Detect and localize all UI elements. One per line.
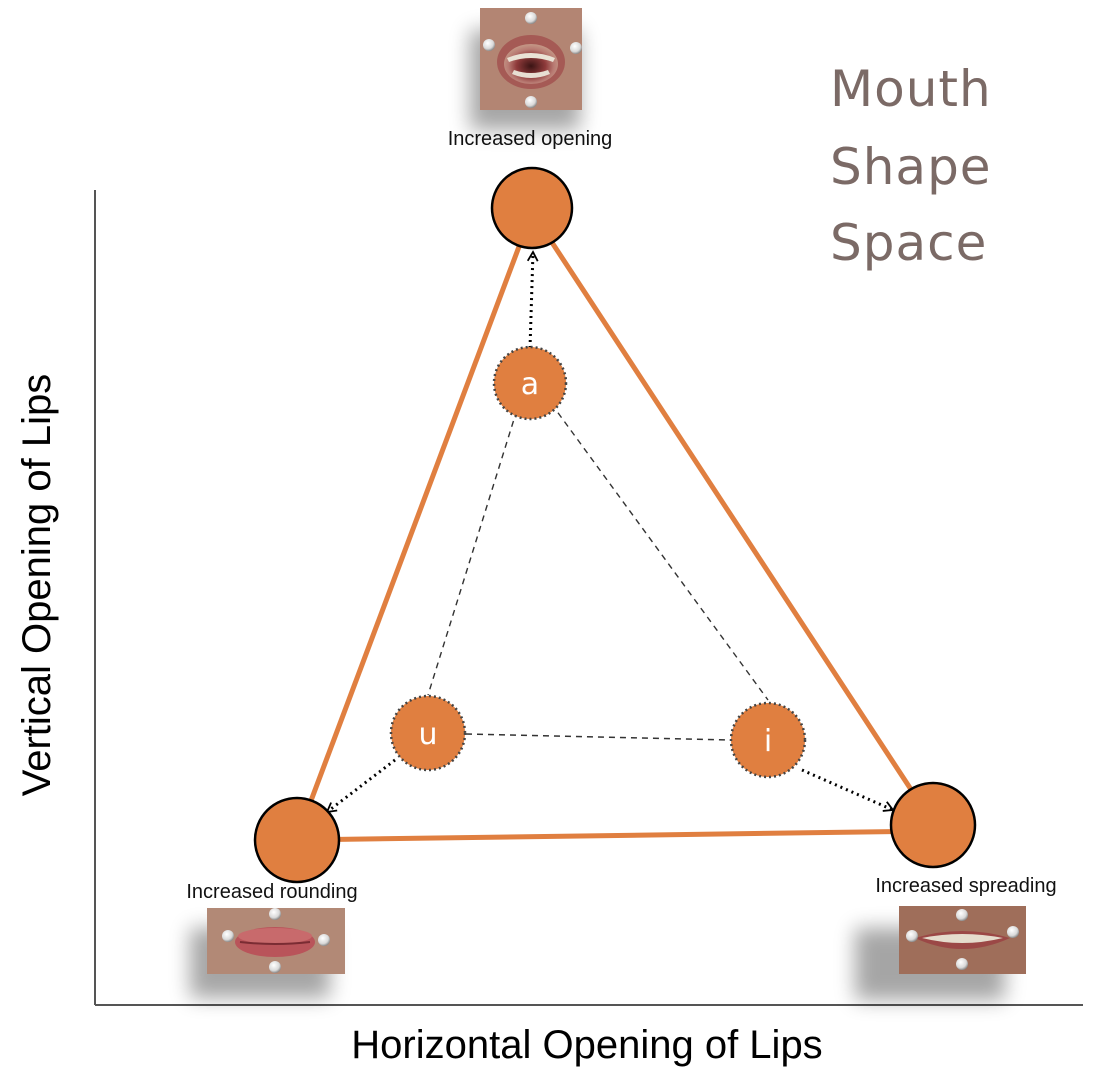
opening-extreme-node <box>490 166 574 250</box>
inner-edge-a-i <box>544 394 769 701</box>
title-line-2: Shape <box>830 138 992 196</box>
opening-caption: Increased opening <box>448 128 613 150</box>
vowel-label-i: i <box>764 724 772 759</box>
inner-triangle <box>427 394 769 741</box>
vowel-label-u: u <box>418 717 437 752</box>
inner-edge-u-i <box>465 733 731 741</box>
rounding-caption: Increased rounding <box>186 881 357 903</box>
rounded-lips-photo <box>190 908 345 998</box>
arrow-a-to-opening <box>526 250 539 349</box>
vowel-label-a: a <box>521 367 539 402</box>
diagram-title: Mouth Shape Space <box>830 60 992 272</box>
title-line-3: Space <box>830 214 987 272</box>
arrow-u-to-rounding <box>325 758 396 814</box>
outer-triangle <box>294 210 936 843</box>
vowel-node-i: i <box>729 701 807 779</box>
open-mouth-photo <box>470 8 582 130</box>
inner-edge-a-u <box>427 399 521 696</box>
outer-edge-bottom <box>296 828 934 843</box>
vowel-node-a: a <box>492 345 568 421</box>
x-axis-label: Horizontal Opening of Lips <box>351 1023 822 1067</box>
arrow-i-to-spreading <box>801 768 895 812</box>
spreading-extreme-node <box>889 781 977 869</box>
outer-edge-left <box>294 211 535 839</box>
spread-lips-photo <box>855 906 1026 1000</box>
y-axis-label: Vertical Opening of Lips <box>15 374 59 796</box>
spreading-caption: Increased spreading <box>875 875 1056 897</box>
title-line-1: Mouth <box>830 60 992 118</box>
rounding-extreme-node <box>253 796 341 884</box>
vowel-node-u: u <box>389 694 467 772</box>
outer-edge-right <box>529 210 936 825</box>
vowel-arrows <box>325 250 895 814</box>
